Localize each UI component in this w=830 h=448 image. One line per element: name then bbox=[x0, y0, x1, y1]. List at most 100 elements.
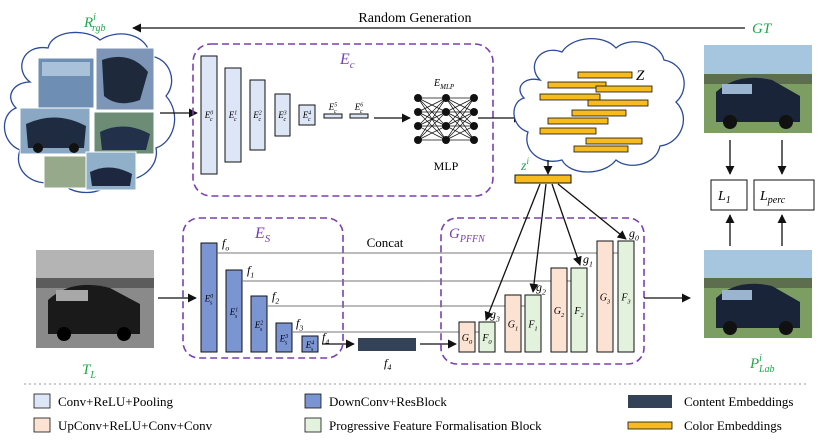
feature-g-label-1: g2 bbox=[536, 280, 546, 297]
legend-label-2: Content Embeddings bbox=[684, 394, 793, 409]
g-block-label-1: G1 bbox=[508, 320, 518, 333]
mlp-node-2-3 bbox=[470, 136, 478, 144]
mlp-node-0-2 bbox=[414, 122, 422, 130]
legend-swatch-4 bbox=[304, 417, 322, 433]
es-block-0 bbox=[200, 242, 218, 353]
feature-f-label-4: f4 bbox=[322, 330, 329, 347]
mlp-node-0-0 bbox=[414, 94, 422, 102]
g-block-label-2: G2 bbox=[554, 306, 565, 319]
gt-label: GT bbox=[752, 21, 773, 37]
mlp-node-1-0 bbox=[442, 94, 450, 102]
mlp-node-2-0 bbox=[470, 94, 478, 102]
g-block-3 bbox=[596, 240, 614, 353]
mlp-network bbox=[414, 94, 478, 144]
es-block-2 bbox=[250, 295, 268, 353]
gpffn-title: GPFFN bbox=[449, 226, 486, 245]
ec-block-6 bbox=[349, 113, 369, 119]
perceptual-loss-label: Lperc bbox=[759, 189, 786, 206]
mlp-node-1-3 bbox=[442, 136, 450, 144]
ec-block-1 bbox=[224, 67, 242, 163]
color-embedding-bar-3 bbox=[539, 93, 601, 101]
legend-label-5: Color Embeddings bbox=[684, 418, 782, 433]
color-embedding-bar-5 bbox=[571, 109, 627, 117]
zi-injection-arrow-1 bbox=[529, 183, 547, 293]
f-block-0 bbox=[478, 321, 496, 353]
concat-label: Concat bbox=[367, 235, 404, 250]
color-embedding-bar-9 bbox=[573, 145, 629, 153]
g-block-label-0: G0 bbox=[462, 333, 473, 346]
feature-f-label-3: f3 bbox=[296, 316, 303, 333]
zi-color-embedding bbox=[514, 174, 572, 184]
f-block-label-2: F2 bbox=[573, 306, 584, 319]
perceptual-loss-box bbox=[753, 179, 815, 211]
color-embedding-bar-8 bbox=[585, 137, 643, 145]
es-block-3 bbox=[275, 322, 293, 353]
color-embedding-bar-7 bbox=[539, 127, 597, 135]
mlp-node-1-1 bbox=[442, 108, 450, 116]
es-block-4 bbox=[301, 335, 319, 353]
mlp-node-0-1 bbox=[414, 108, 422, 116]
gpffn-dashed-box bbox=[440, 217, 645, 365]
shuffled-patches-cloud bbox=[3, 31, 176, 193]
skip-connections bbox=[217, 252, 618, 333]
content-embedding-label: f4 bbox=[384, 356, 391, 372]
zi-injection-arrow-3 bbox=[557, 183, 627, 240]
g-block-0 bbox=[458, 321, 476, 353]
z-set-label: Z bbox=[636, 68, 645, 84]
grayscale-input-image bbox=[36, 250, 154, 348]
es-block-1 bbox=[225, 269, 243, 353]
feature-g-label-0: g3 bbox=[490, 307, 500, 324]
f-block-label-1: F1 bbox=[527, 320, 537, 333]
mlp-node-2-1 bbox=[470, 108, 478, 116]
legend-swatch-5 bbox=[627, 421, 673, 430]
f-block-1 bbox=[524, 294, 542, 353]
ec-block-3 bbox=[274, 93, 291, 137]
legend-swatch-0 bbox=[33, 393, 51, 409]
legend-label-3: UpConv+ReLU+Conv+Conv bbox=[58, 418, 213, 433]
f-block-2 bbox=[570, 267, 588, 353]
colorized-output-image bbox=[704, 250, 812, 338]
t-l-label: TL bbox=[82, 362, 96, 381]
mlp-bottom-label: MLP bbox=[434, 159, 459, 173]
g-block-2 bbox=[550, 267, 568, 353]
random-generation-label: Random Generation bbox=[358, 11, 471, 26]
legend-label-4: Progressive Feature Formalisation Block bbox=[329, 418, 542, 433]
zi-injection-arrow-0 bbox=[484, 183, 541, 321]
ec-dashed-box bbox=[192, 43, 494, 197]
f-block-label-3: F3 bbox=[620, 293, 631, 306]
color-embedding-injection-arrows bbox=[484, 183, 627, 321]
ec-title: Ec bbox=[339, 51, 355, 71]
legend-swatch-1 bbox=[304, 393, 322, 409]
color-embedding-bar-2 bbox=[595, 85, 653, 93]
mlp-node-2-2 bbox=[470, 122, 478, 130]
feature-g-label-2: g1 bbox=[583, 252, 593, 269]
legend-label-0: Conv+ReLU+Pooling bbox=[58, 394, 174, 409]
color-embedding-bar-0 bbox=[577, 71, 633, 79]
mlp-node-1-2 bbox=[442, 122, 450, 130]
content-embedding bbox=[358, 338, 416, 351]
color-embedding-bar-6 bbox=[547, 117, 609, 125]
gt-image bbox=[704, 45, 812, 133]
legend-swatch-3 bbox=[33, 417, 51, 433]
mlp-node-0-3 bbox=[414, 136, 422, 144]
legend-swatch-2 bbox=[628, 395, 672, 408]
